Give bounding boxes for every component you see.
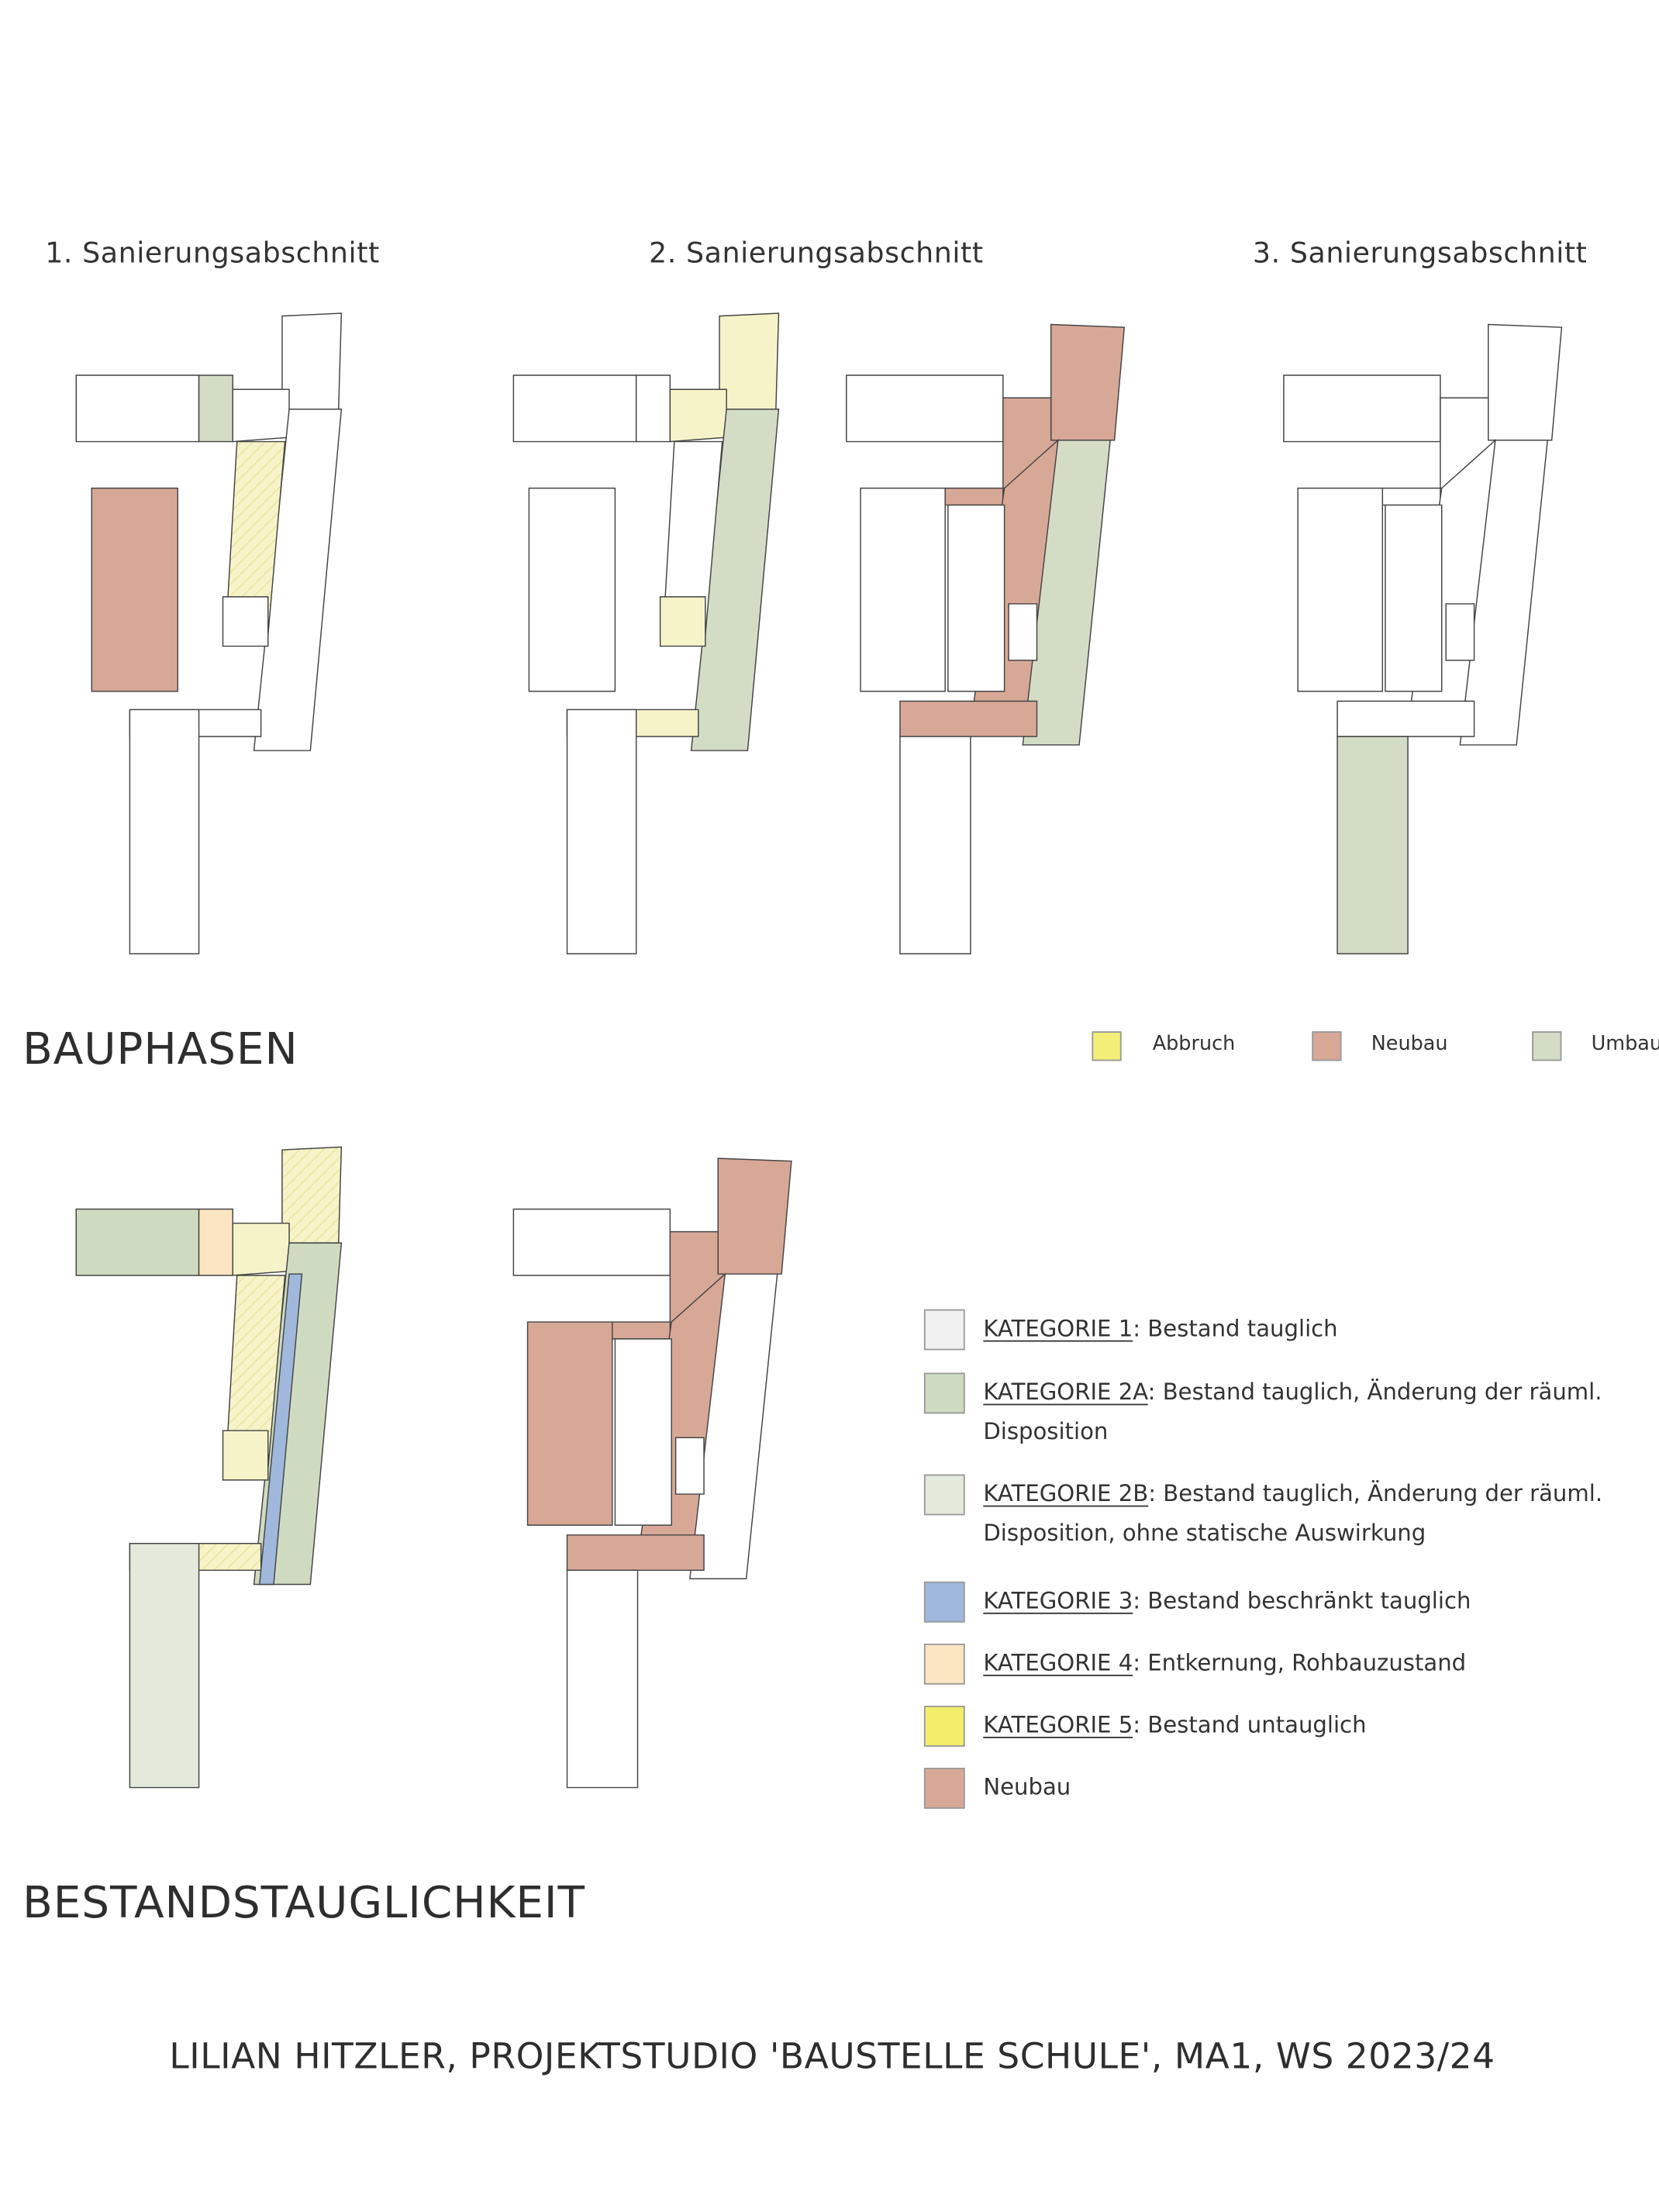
plan-2-tower (719, 312, 780, 410)
plan-2-conn (669, 388, 727, 443)
plan-1-court (91, 487, 179, 692)
category-swatch (923, 1768, 965, 1809)
plan-5-tower (281, 1146, 343, 1244)
legend-label-abbruch: Abbruch (1152, 1033, 1236, 1056)
plan-1-small (222, 596, 269, 647)
plan-2-south (566, 709, 637, 954)
category-text: : Bestand tauglich, Änderung der räuml. … (983, 1479, 1603, 1547)
legend-swatch-umbau (1532, 1031, 1562, 1061)
category-label: KATEGORIE 5: Bestand untauglich (983, 1706, 1646, 1745)
plan-5-south (129, 1543, 200, 1789)
category-label: KATEGORIE 2B: Bestand tauglich, Änderung… (983, 1475, 1646, 1554)
plan-4-court (1385, 504, 1443, 692)
plan-5-small (222, 1430, 269, 1481)
plan-2-wingW (512, 374, 637, 443)
plan-3-south (899, 736, 971, 954)
category-key: KATEGORIE 1 (983, 1314, 1133, 1342)
plan-3-wingW (846, 374, 1004, 443)
category-key: KATEGORIE 4 (983, 1649, 1133, 1676)
plan-4-tower (1488, 323, 1563, 441)
plan-6-tower (717, 1158, 792, 1275)
phase-1-title: 1. Sanierungsabschnitt (45, 235, 380, 270)
plan-6-wingW (512, 1208, 671, 1276)
plan-4-wingW (1283, 374, 1441, 443)
plan-3-box (1008, 603, 1038, 661)
legend-label-neubau: Neubau (1371, 1033, 1448, 1056)
category-label: KATEGORIE 2A: Bestand tauglich, Änderung… (983, 1373, 1646, 1452)
bestandstauglichkeit-heading: BESTANDSTAUGLICHKEIT (22, 1878, 585, 1929)
category-swatch (923, 1643, 965, 1685)
category-key: KATEGORIE 2A (983, 1378, 1148, 1406)
legend-swatch-neubau (1312, 1031, 1342, 1061)
category-swatch (923, 1309, 965, 1351)
category-label: KATEGORIE 1: Bestand tauglich (983, 1310, 1646, 1349)
plan-6-court (614, 1338, 672, 1526)
category-label: Neubau (983, 1768, 1646, 1807)
category-swatch (923, 1581, 965, 1623)
phase-3-title: 3. Sanierungsabschnitt (1252, 235, 1588, 270)
plan-5-wingW (75, 1208, 200, 1276)
category-label: KATEGORIE 3: Bestand beschränkt tauglich (983, 1582, 1646, 1621)
plan-6-south (566, 1569, 639, 1789)
plan-4-south (1337, 736, 1409, 954)
category-text: : Bestand beschränkt tauglich (1133, 1587, 1471, 1614)
category-swatch (923, 1706, 965, 1747)
plan-6-left (526, 1321, 613, 1526)
category-key: KATEGORIE 5 (983, 1711, 1133, 1738)
plan-2-small (659, 596, 706, 647)
plan-2-court (528, 487, 616, 692)
category-text: Neubau (983, 1773, 1071, 1800)
category-key: KATEGORIE 2B (983, 1479, 1149, 1507)
plan-4-left (1297, 487, 1384, 692)
phase-2-title: 2. Sanierungsabschnitt (649, 235, 984, 270)
category-text: : Bestand tauglich (1133, 1314, 1338, 1342)
plan-2-wingE (635, 374, 671, 443)
legend-swatch-abbruch (1092, 1031, 1122, 1061)
category-swatch (923, 1372, 965, 1414)
plan-1-wingE (198, 374, 233, 443)
plan-5-wingE (198, 1208, 233, 1276)
plan-3-link (899, 700, 1038, 737)
legend-label-umbau: Umbau (1591, 1033, 1659, 1056)
category-swatch (923, 1474, 965, 1516)
plan-6-link (566, 1534, 705, 1572)
plan-3-tower (1050, 323, 1126, 441)
plan-5-category-3-strip (259, 1273, 303, 1586)
plan-1-south (129, 709, 200, 954)
plan-6-box (674, 1437, 705, 1495)
plan-4-box (1445, 603, 1475, 661)
category-text: : Bestand tauglich, Änderung der räuml. … (983, 1378, 1602, 1445)
plan-5-conn (232, 1222, 290, 1276)
bauphasen-heading: BAUPHASEN (22, 1024, 298, 1075)
plan-1-tower (281, 312, 343, 410)
plan-3-court (947, 504, 1005, 692)
plan-4-link (1337, 700, 1475, 737)
footer-credit: LILIAN HITZLER, PROJEKTSTUDIO 'BAUSTELLE… (169, 2035, 1495, 2077)
category-text: : Bestand untauglich (1133, 1711, 1367, 1738)
plan-1-conn (232, 388, 290, 443)
plan-3-left (860, 487, 946, 692)
plan-1-wingW (75, 374, 200, 443)
category-text: : Entkernung, Rohbauzustand (1133, 1649, 1467, 1676)
category-key: KATEGORIE 3 (983, 1587, 1133, 1614)
category-label: KATEGORIE 4: Entkernung, Rohbauzustand (983, 1644, 1646, 1683)
